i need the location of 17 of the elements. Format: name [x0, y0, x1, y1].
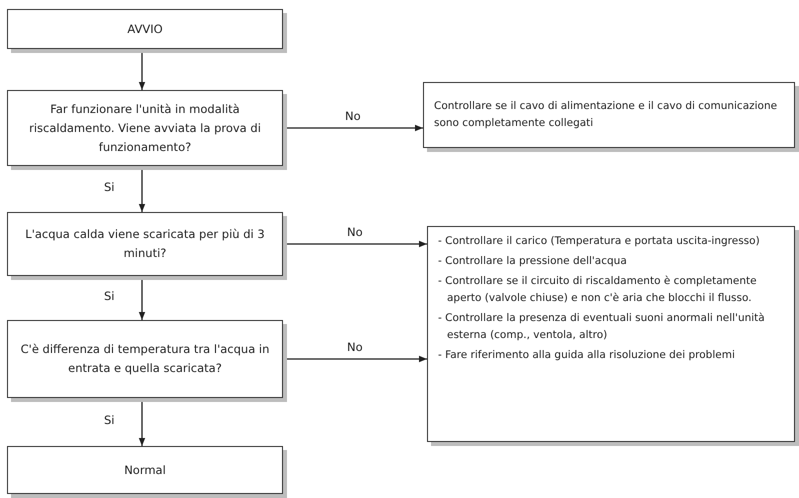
node-text: C'è differenza di temperatura tra l'acqua in entrata e quella scaricata? [20, 341, 270, 377]
edge-label: Si [102, 180, 116, 194]
node-text: Far funzionare l'unità in modalità riscaldamento. Viene avviata la prova di funzionamento? [28, 100, 262, 156]
node-text: AVVIO [127, 20, 163, 38]
list-item: - Controllare se il circuito di riscaldamento è completamente aperto (valvole chiuse) e non c'è aria che blocchi il flusso. [438, 274, 758, 306]
edge-label: Si [102, 413, 116, 427]
node-text: Normal [124, 462, 166, 478]
node-text: L'acqua calda viene scaricata per più di 3 minuti? [24, 226, 266, 262]
list-item: - Controllare la presenza di eventuali suoni anormali nell'unità esterna (comp., ventola, altro) [438, 311, 766, 343]
edge-label: No [343, 109, 363, 123]
edge-label: No [345, 340, 365, 354]
node-text: Controllare se il cavo di alimentazione e il cavo di comunicazione sono completamente collegati [434, 99, 778, 131]
list-item: - Controllare la pressione dell'acqua [438, 254, 628, 269]
edge-label: Si [102, 289, 116, 303]
list-item: - Fare riferimento alla guida alla risoluzione dei problemi [438, 348, 736, 363]
list-item: - Controllare il carico (Temperatura e portata uscita-ingresso) [438, 234, 761, 249]
edge-label: No [345, 225, 365, 239]
